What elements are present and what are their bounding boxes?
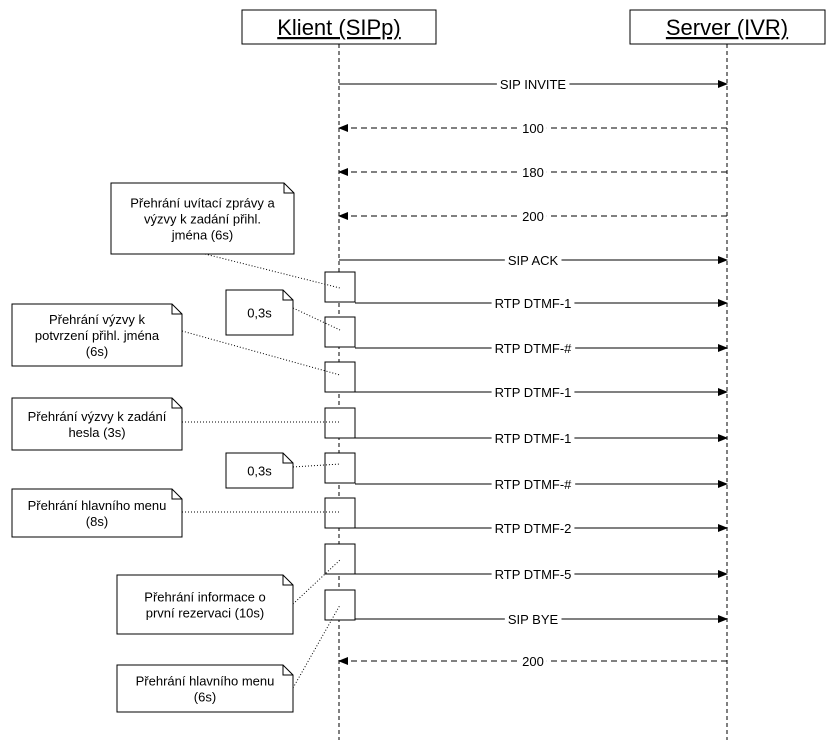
message-label-bg: [504, 612, 562, 627]
activation-box: [324, 497, 356, 529]
message-10: RTP DTMF-#: [355, 477, 728, 492]
note-text-line: 0,3s: [247, 464, 272, 479]
message-label: 100: [522, 121, 544, 136]
message-label-bg: [519, 165, 547, 180]
note-shape: [116, 664, 294, 713]
note-6: Přehrání hlavního menu(8s): [11, 488, 183, 538]
message-8: RTP DTMF-1: [355, 385, 728, 400]
message-3: 180: [338, 165, 727, 180]
activation-box: [324, 407, 356, 439]
message-label: RTP DTMF-2: [495, 521, 572, 536]
note-text-line: první rezervaci (10s): [146, 606, 264, 621]
activation-box: [324, 452, 356, 484]
message-label: RTP DTMF-5: [495, 567, 572, 582]
message-label: RTP DTMF-1: [495, 431, 572, 446]
message-label: RTP DTMF-1: [495, 385, 572, 400]
message-label-bg: [491, 296, 575, 311]
note-shape: [116, 574, 294, 635]
note-shape: [225, 452, 294, 489]
message-label-bg: [504, 253, 562, 268]
activation-box: [324, 589, 356, 621]
message-label: RTP DTMF-#: [495, 341, 573, 356]
message-11: RTP DTMF-2: [355, 521, 728, 536]
message-label-bg: [519, 209, 547, 224]
message-label: 200: [522, 654, 544, 669]
activation-box: [324, 316, 356, 348]
message-7: RTP DTMF-#: [355, 341, 728, 356]
note-text-line: hesla (3s): [68, 425, 125, 440]
note-text-line: (6s): [86, 344, 108, 359]
message-2: 100: [338, 121, 727, 136]
participant-server-label: Server (IVR): [666, 15, 788, 40]
activation-box: [324, 543, 356, 575]
note-text-line: Přehrání výzvy k zadání: [28, 409, 167, 424]
message-label: SIP INVITE: [500, 77, 567, 92]
message-label: 200: [522, 209, 544, 224]
message-label: RTP DTMF-#: [495, 477, 573, 492]
message-label: SIP BYE: [508, 612, 559, 627]
activation-box: [324, 361, 356, 393]
note-text-line: Přehrání hlavního menu: [28, 498, 167, 513]
note-text-line: Přehrání výzvy k: [49, 312, 146, 327]
note-text-line: Přehrání uvítací zprávy a: [130, 196, 275, 211]
activation-box: [324, 271, 356, 303]
note-shape: [11, 303, 183, 367]
message-label-bg: [491, 567, 575, 582]
note-text-line: Přehrání informace o: [144, 590, 265, 605]
note-2: 0,3s: [225, 289, 294, 336]
message-label-bg: [491, 341, 576, 356]
note-text-line: jména (6s): [171, 228, 233, 243]
message-label: 180: [522, 165, 544, 180]
message-6: RTP DTMF-1: [355, 296, 728, 311]
message-12: RTP DTMF-5: [355, 567, 728, 582]
participant-client-label: Klient (SIPp): [277, 15, 401, 40]
message-13: SIP BYE: [355, 612, 728, 627]
message-label-bg: [496, 77, 570, 92]
message-1: SIP INVITE: [339, 77, 728, 92]
note-text-line: výzvy k zadání přihl.: [144, 212, 261, 227]
note-text-line: Přehrání hlavního menu: [136, 674, 275, 689]
participant-server: Server (IVR): [629, 9, 826, 45]
message-label-bg: [491, 521, 575, 536]
message-4: 200: [338, 209, 727, 224]
note-shape: [225, 289, 294, 336]
message-5: SIP ACK: [339, 253, 728, 268]
note-shape: [11, 488, 183, 538]
message-label-bg: [519, 654, 547, 669]
participant-client: Klient (SIPp): [241, 9, 437, 45]
message-14: 200: [338, 654, 727, 669]
message-label-bg: [519, 121, 547, 136]
note-text-line: potvrzení přihl. jména: [35, 328, 160, 343]
note-connectors: [181, 253, 341, 689]
note-5: 0,3s: [225, 452, 294, 489]
message-label-bg: [491, 431, 575, 446]
message-label: SIP ACK: [508, 253, 559, 268]
note-shape: [11, 397, 183, 451]
note-8: Přehrání hlavního menu(6s): [116, 664, 294, 713]
message-label-bg: [491, 477, 576, 492]
message-9: RTP DTMF-1: [355, 431, 728, 446]
activation-boxes: [324, 271, 356, 621]
note-text-line: (8s): [86, 514, 108, 529]
note-text-line: 0,3s: [247, 306, 272, 321]
note-text-line: (6s): [194, 690, 216, 705]
message-label-bg: [491, 385, 575, 400]
message-label: RTP DTMF-1: [495, 296, 572, 311]
note-shape: [110, 182, 295, 255]
